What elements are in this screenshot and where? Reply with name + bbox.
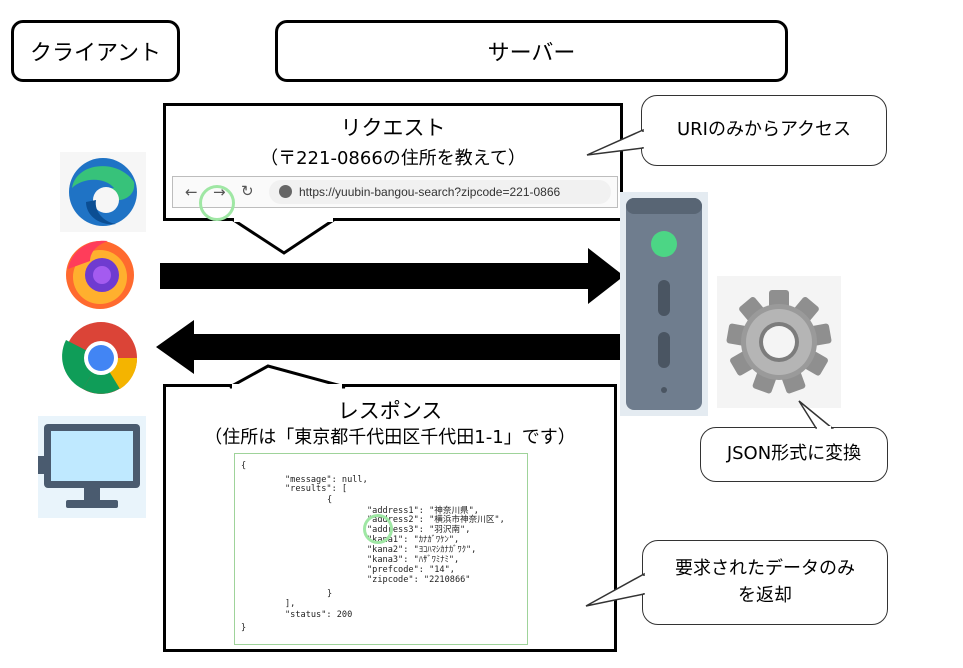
firefox-browser-icon <box>66 240 134 309</box>
uri-only-callout: URIのみからアクセス <box>641 95 887 166</box>
json-line: "status": 200 <box>285 610 353 620</box>
gear-icon <box>717 276 841 408</box>
json-line: "kana3": "ﾊｻﾞﾜﾐﾅﾐ", <box>367 555 460 565</box>
response-arrow <box>156 320 622 374</box>
edge-browser-icon <box>60 152 146 232</box>
back-arrow-icon[interactable]: ← <box>185 183 198 201</box>
json-line: { <box>327 495 333 505</box>
request-bubble-tail <box>230 218 340 255</box>
response-box: レスポンス （住所は「東京都千代田区千代田1-1」です） { "message"… <box>163 384 617 652</box>
json-convert-callout: JSON形式に変換 <box>700 427 888 482</box>
json-line: ], <box>285 599 296 609</box>
requested-data-line2: を返却 <box>738 584 792 606</box>
client-label-box: クライアント <box>11 20 180 82</box>
url-field[interactable]: https://yuubin-bangou-search?zipcode=221… <box>269 180 611 204</box>
json-line: } <box>327 589 333 599</box>
reload-icon[interactable]: ↻ <box>241 182 254 200</box>
url-text: https://yuubin-bangou-search?zipcode=221… <box>299 185 561 199</box>
json-line: "address3": "羽沢南", <box>367 525 471 535</box>
response-title: レスポンス <box>337 399 443 423</box>
loading-ring-icon <box>199 185 235 221</box>
globe-icon <box>279 185 292 198</box>
server-led-icon <box>651 231 677 257</box>
json-line: } <box>241 623 247 633</box>
request-title: リクエスト <box>340 116 446 140</box>
json-line: "results": [ <box>285 484 348 494</box>
requested-data-callout: 要求されたデータのみ を返却 <box>642 540 888 625</box>
response-bubble-tail <box>229 364 346 389</box>
uri-only-callout-tail <box>586 128 644 156</box>
desktop-monitor-icon <box>38 416 146 518</box>
browser-address-bar: ← → ↻ https://yuubin-bangou-search?zipco… <box>172 176 618 221</box>
json-line: "address1": "神奈川県", <box>367 506 479 516</box>
server-label-box: サーバー <box>275 20 788 82</box>
response-subtitle: （住所は「東京都千代田区千代田1-1」です） <box>204 427 576 448</box>
json-convert-text: JSON形式に変換 <box>726 443 862 465</box>
json-line: "zipcode": "2210866" <box>367 575 471 585</box>
server-tower-icon <box>620 192 708 416</box>
uri-only-text: URIのみからアクセス <box>676 119 852 141</box>
requested-data-line1: 要求されたデータのみ <box>675 558 855 580</box>
client-label: クライアント <box>29 41 162 66</box>
json-line: { <box>241 461 247 471</box>
json-line: "message": null, <box>285 475 368 485</box>
json-line: "kana2": "ﾖｺﾊﾏｼｶﾅｶﾞﾜｸ", <box>367 545 477 555</box>
json-convert-callout-tail <box>798 400 835 430</box>
request-box: リクエスト （〒221-0866の住所を教えて） ← → ↻ https://y… <box>163 103 623 221</box>
chrome-browser-icon <box>62 322 138 394</box>
server-label: サーバー <box>487 41 576 66</box>
request-arrow <box>160 248 624 304</box>
json-line: "address2": "横浜市神奈川区", <box>367 515 505 525</box>
requested-data-callout-tail <box>585 572 645 607</box>
json-response-panel: { "message": null, "results": [ { "addre… <box>234 453 528 645</box>
json-line: "prefcode": "14", <box>367 565 455 575</box>
loading-ring-icon <box>363 514 393 544</box>
request-subtitle: （〒221-0866の住所を教えて） <box>260 148 526 169</box>
